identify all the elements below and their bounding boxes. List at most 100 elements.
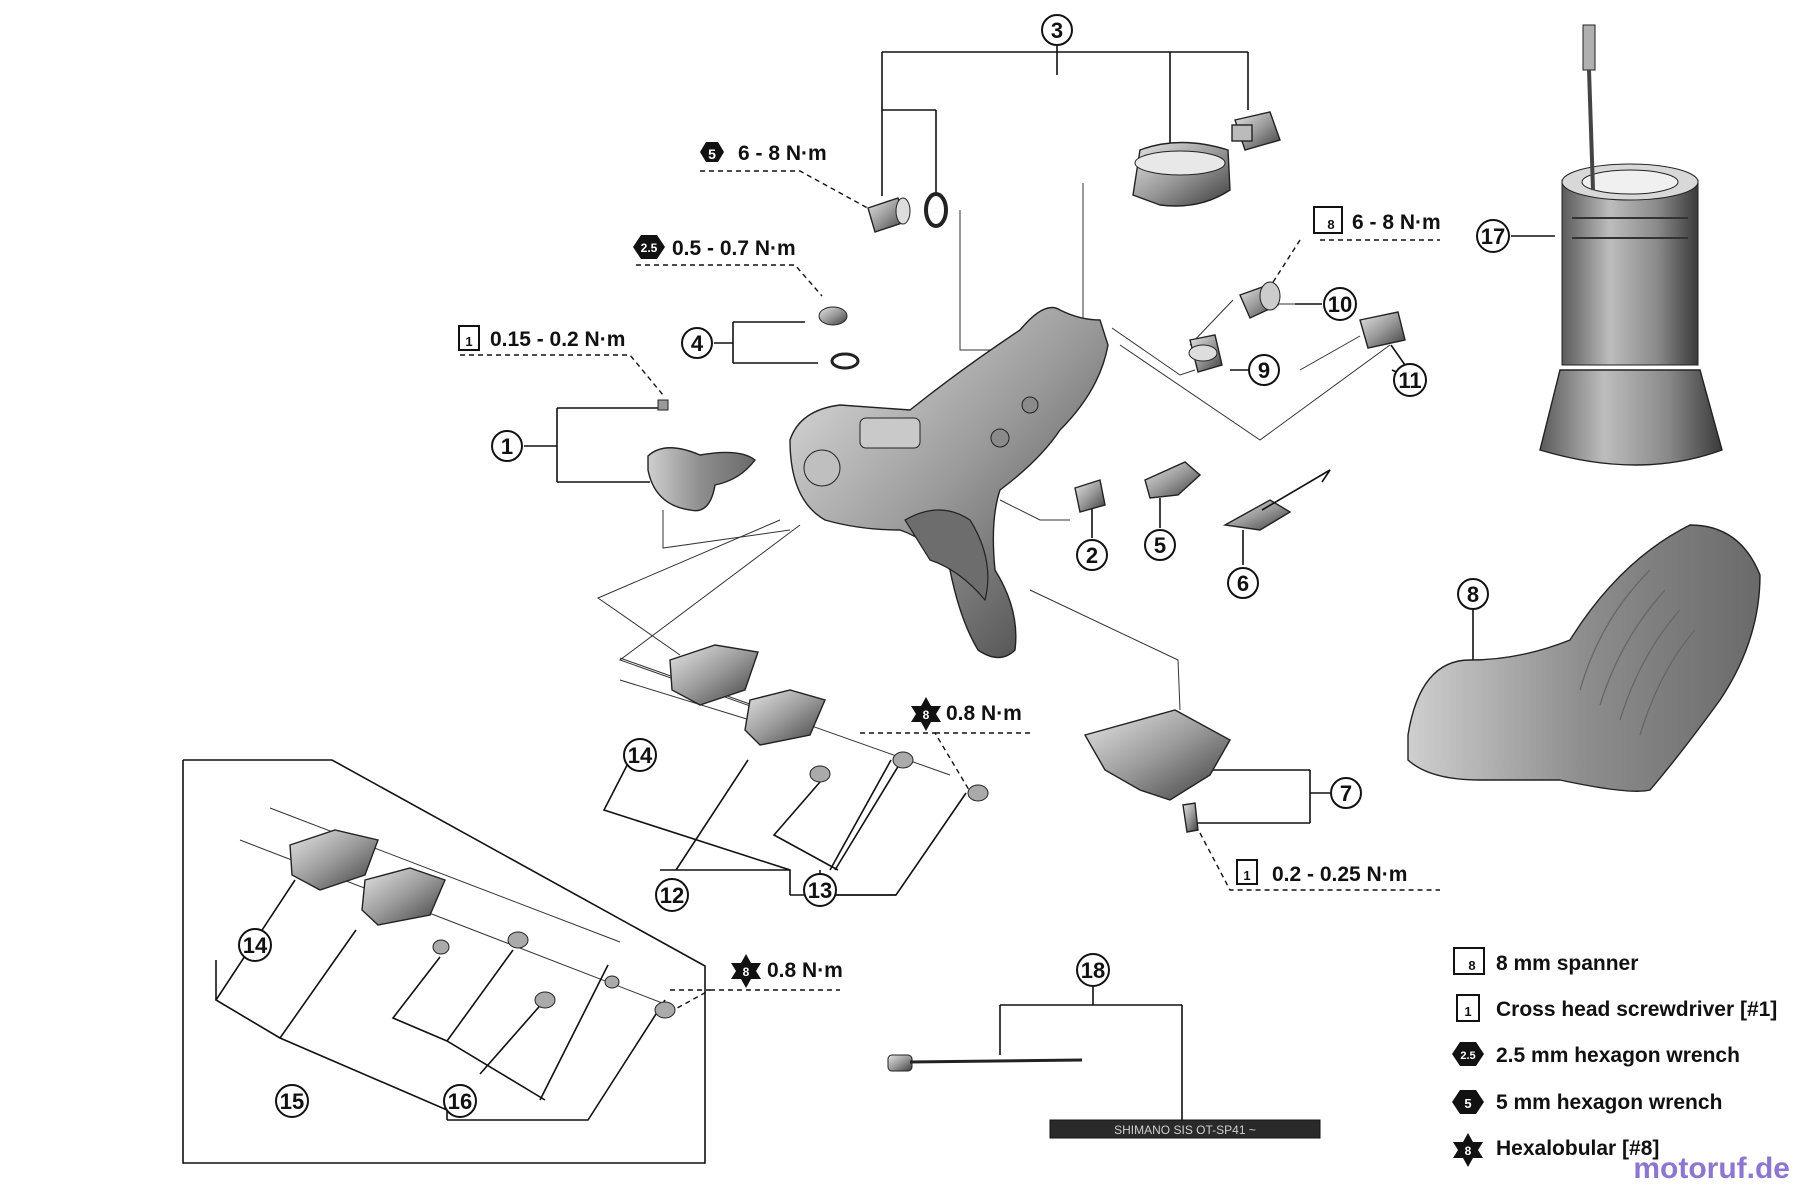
svg-text:17: 17 [1481, 224, 1505, 249]
svg-text:5: 5 [1464, 1096, 1471, 1111]
part-adjuster-10 [1239, 281, 1281, 319]
part-washer-top [924, 192, 948, 228]
svg-text:5: 5 [1154, 533, 1166, 558]
part-bracket-clamp [1132, 141, 1231, 207]
svg-text:4: 4 [691, 331, 704, 356]
callout-10: 10 [1323, 287, 1357, 321]
legend-row-spanner: 8 8 mm spanner [1453, 947, 1638, 975]
svg-text:8: 8 [1468, 958, 1475, 973]
svg-text:0.15 - 0.2 N·m: 0.15 - 0.2 N·m [490, 328, 625, 351]
callout-15: 15 [275, 1084, 309, 1118]
svg-text:8 mm spanner: 8 mm spanner [1496, 952, 1638, 975]
part-cylinder-tool-17 [1539, 24, 1723, 466]
svg-text:8: 8 [923, 708, 930, 722]
torque-spec-spanner: 8 6 - 8 N·m [1313, 206, 1441, 234]
svg-text:1: 1 [465, 334, 472, 349]
svg-text:Cross head screwdriver [#1]: Cross head screwdriver [#1] [1496, 998, 1777, 1021]
part-bolt-top-right [1231, 111, 1281, 151]
hex-wrench-icon [700, 142, 724, 162]
torque-spec-cross-top: 1 0.15 - 0.2 N·m [458, 325, 625, 351]
callout-14-upper: 14 [623, 738, 657, 772]
watermark-logo: motoruf.de [1633, 1152, 1790, 1185]
svg-text:0.8 N·m: 0.8 N·m [946, 702, 1022, 725]
svg-text:14: 14 [243, 933, 268, 958]
part-clamp-group-upper [669, 644, 989, 802]
callout-5: 5 [1144, 529, 1176, 561]
svg-text:15: 15 [280, 1089, 304, 1114]
legend-row-hexalobular: 8 Hexalobular [#8] [1453, 1133, 1659, 1167]
callout-11: 11 [1393, 363, 1427, 397]
cable-print-text: SHIMANO SIS OT-SP41 ~ [1114, 1123, 1256, 1137]
part-outer-cable-18: SHIMANO SIS OT-SP41 ~ [1049, 1119, 1321, 1139]
callout-3: 3 [1041, 14, 1073, 46]
svg-text:1: 1 [1464, 1004, 1471, 1019]
hex-wrench-icon [1452, 1042, 1484, 1066]
svg-text:3: 3 [1051, 18, 1063, 43]
part-ferrule-11 [1299, 311, 1406, 371]
part-hood-8-large [1407, 524, 1761, 792]
part-cover-7 [1083, 709, 1231, 833]
svg-text:8: 8 [743, 965, 750, 979]
part-shoulder-bolt [867, 197, 911, 233]
part-hood-1 [647, 399, 756, 512]
callout-2: 2 [1076, 539, 1108, 571]
svg-text:11: 11 [1398, 368, 1421, 393]
part-clip-5 [1144, 461, 1202, 499]
spanner-icon [1313, 206, 1343, 234]
svg-text:6: 6 [1237, 571, 1249, 596]
legend-row-cross: 1 Cross head screwdriver [#1] [1456, 994, 1777, 1022]
callout-13: 13 [803, 873, 837, 907]
callout-7: 7 [1330, 777, 1362, 809]
svg-text:0.2 - 0.25 N·m: 0.2 - 0.25 N·m [1272, 863, 1407, 886]
svg-text:12: 12 [660, 883, 684, 908]
svg-text:6 - 8 N·m: 6 - 8 N·m [738, 142, 827, 165]
tool-legend: 8 8 mm spanner 1 Cross head screwdriver … [1452, 947, 1777, 1167]
svg-text:2: 2 [1086, 543, 1098, 568]
spanner-icon [1453, 947, 1485, 975]
svg-text:Hexalobular [#8]: Hexalobular [#8] [1496, 1137, 1659, 1160]
svg-text:1: 1 [501, 434, 513, 459]
callout-18: 18 [1076, 953, 1110, 987]
svg-text:8: 8 [1327, 217, 1334, 232]
torque-spec-hex25: 2.5 0.5 - 0.7 N·m [633, 235, 796, 260]
svg-text:2.5: 2.5 [641, 241, 658, 255]
svg-text:1: 1 [1243, 868, 1250, 883]
svg-text:14: 14 [628, 743, 653, 768]
part-small-block-2 [1074, 479, 1106, 513]
svg-text:7: 7 [1340, 781, 1352, 806]
cross-head-screwdriver-icon [1236, 859, 1258, 885]
callout-12: 12 [655, 878, 689, 912]
part-spring-6 [1222, 469, 1331, 531]
svg-text:2.5: 2.5 [1460, 1050, 1475, 1062]
svg-text:5 mm hexagon wrench: 5 mm hexagon wrench [1496, 1091, 1722, 1114]
hex-wrench-icon [1452, 1090, 1484, 1114]
svg-text:13: 13 [808, 878, 832, 903]
callout-17: 17 [1476, 219, 1510, 253]
cross-head-screwdriver-icon [458, 325, 480, 351]
svg-text:9: 9 [1258, 358, 1270, 383]
hexalobular-icon [1453, 1133, 1483, 1167]
cross-head-screwdriver-icon [1456, 994, 1480, 1022]
part-lever-body [789, 306, 1109, 659]
callout-4: 4 [681, 327, 713, 359]
part-nut-9 [1188, 334, 1223, 373]
hexalobular-icon [731, 954, 761, 988]
callout-16: 16 [443, 1084, 477, 1118]
legend-row-hex25: 2.5 2.5 mm hexagon wrench [1452, 1042, 1740, 1067]
part-inner-cable-18 [887, 1054, 1083, 1072]
svg-text:6 - 8 N·m: 6 - 8 N·m [1352, 211, 1441, 234]
part-clamp-group-box [289, 829, 676, 1019]
callout-6: 6 [1227, 567, 1259, 599]
part-cap-4 [818, 306, 860, 370]
torque-spec-hexlobular-upper: 8 0.8 N·m [911, 697, 1022, 731]
hexalobular-icon [911, 697, 941, 731]
callout-8: 8 [1457, 578, 1489, 610]
svg-text:5: 5 [708, 146, 716, 162]
torque-spec-hexlobular-lower: 8 0.8 N·m [731, 954, 843, 988]
svg-text:16: 16 [448, 1089, 472, 1114]
svg-text:8: 8 [1465, 1144, 1472, 1158]
torque-spec-cross-bottom: 1 0.2 - 0.25 N·m [1236, 859, 1407, 886]
hex-wrench-icon [633, 235, 665, 259]
legend-row-hex5: 5 5 mm hexagon wrench [1452, 1090, 1722, 1114]
